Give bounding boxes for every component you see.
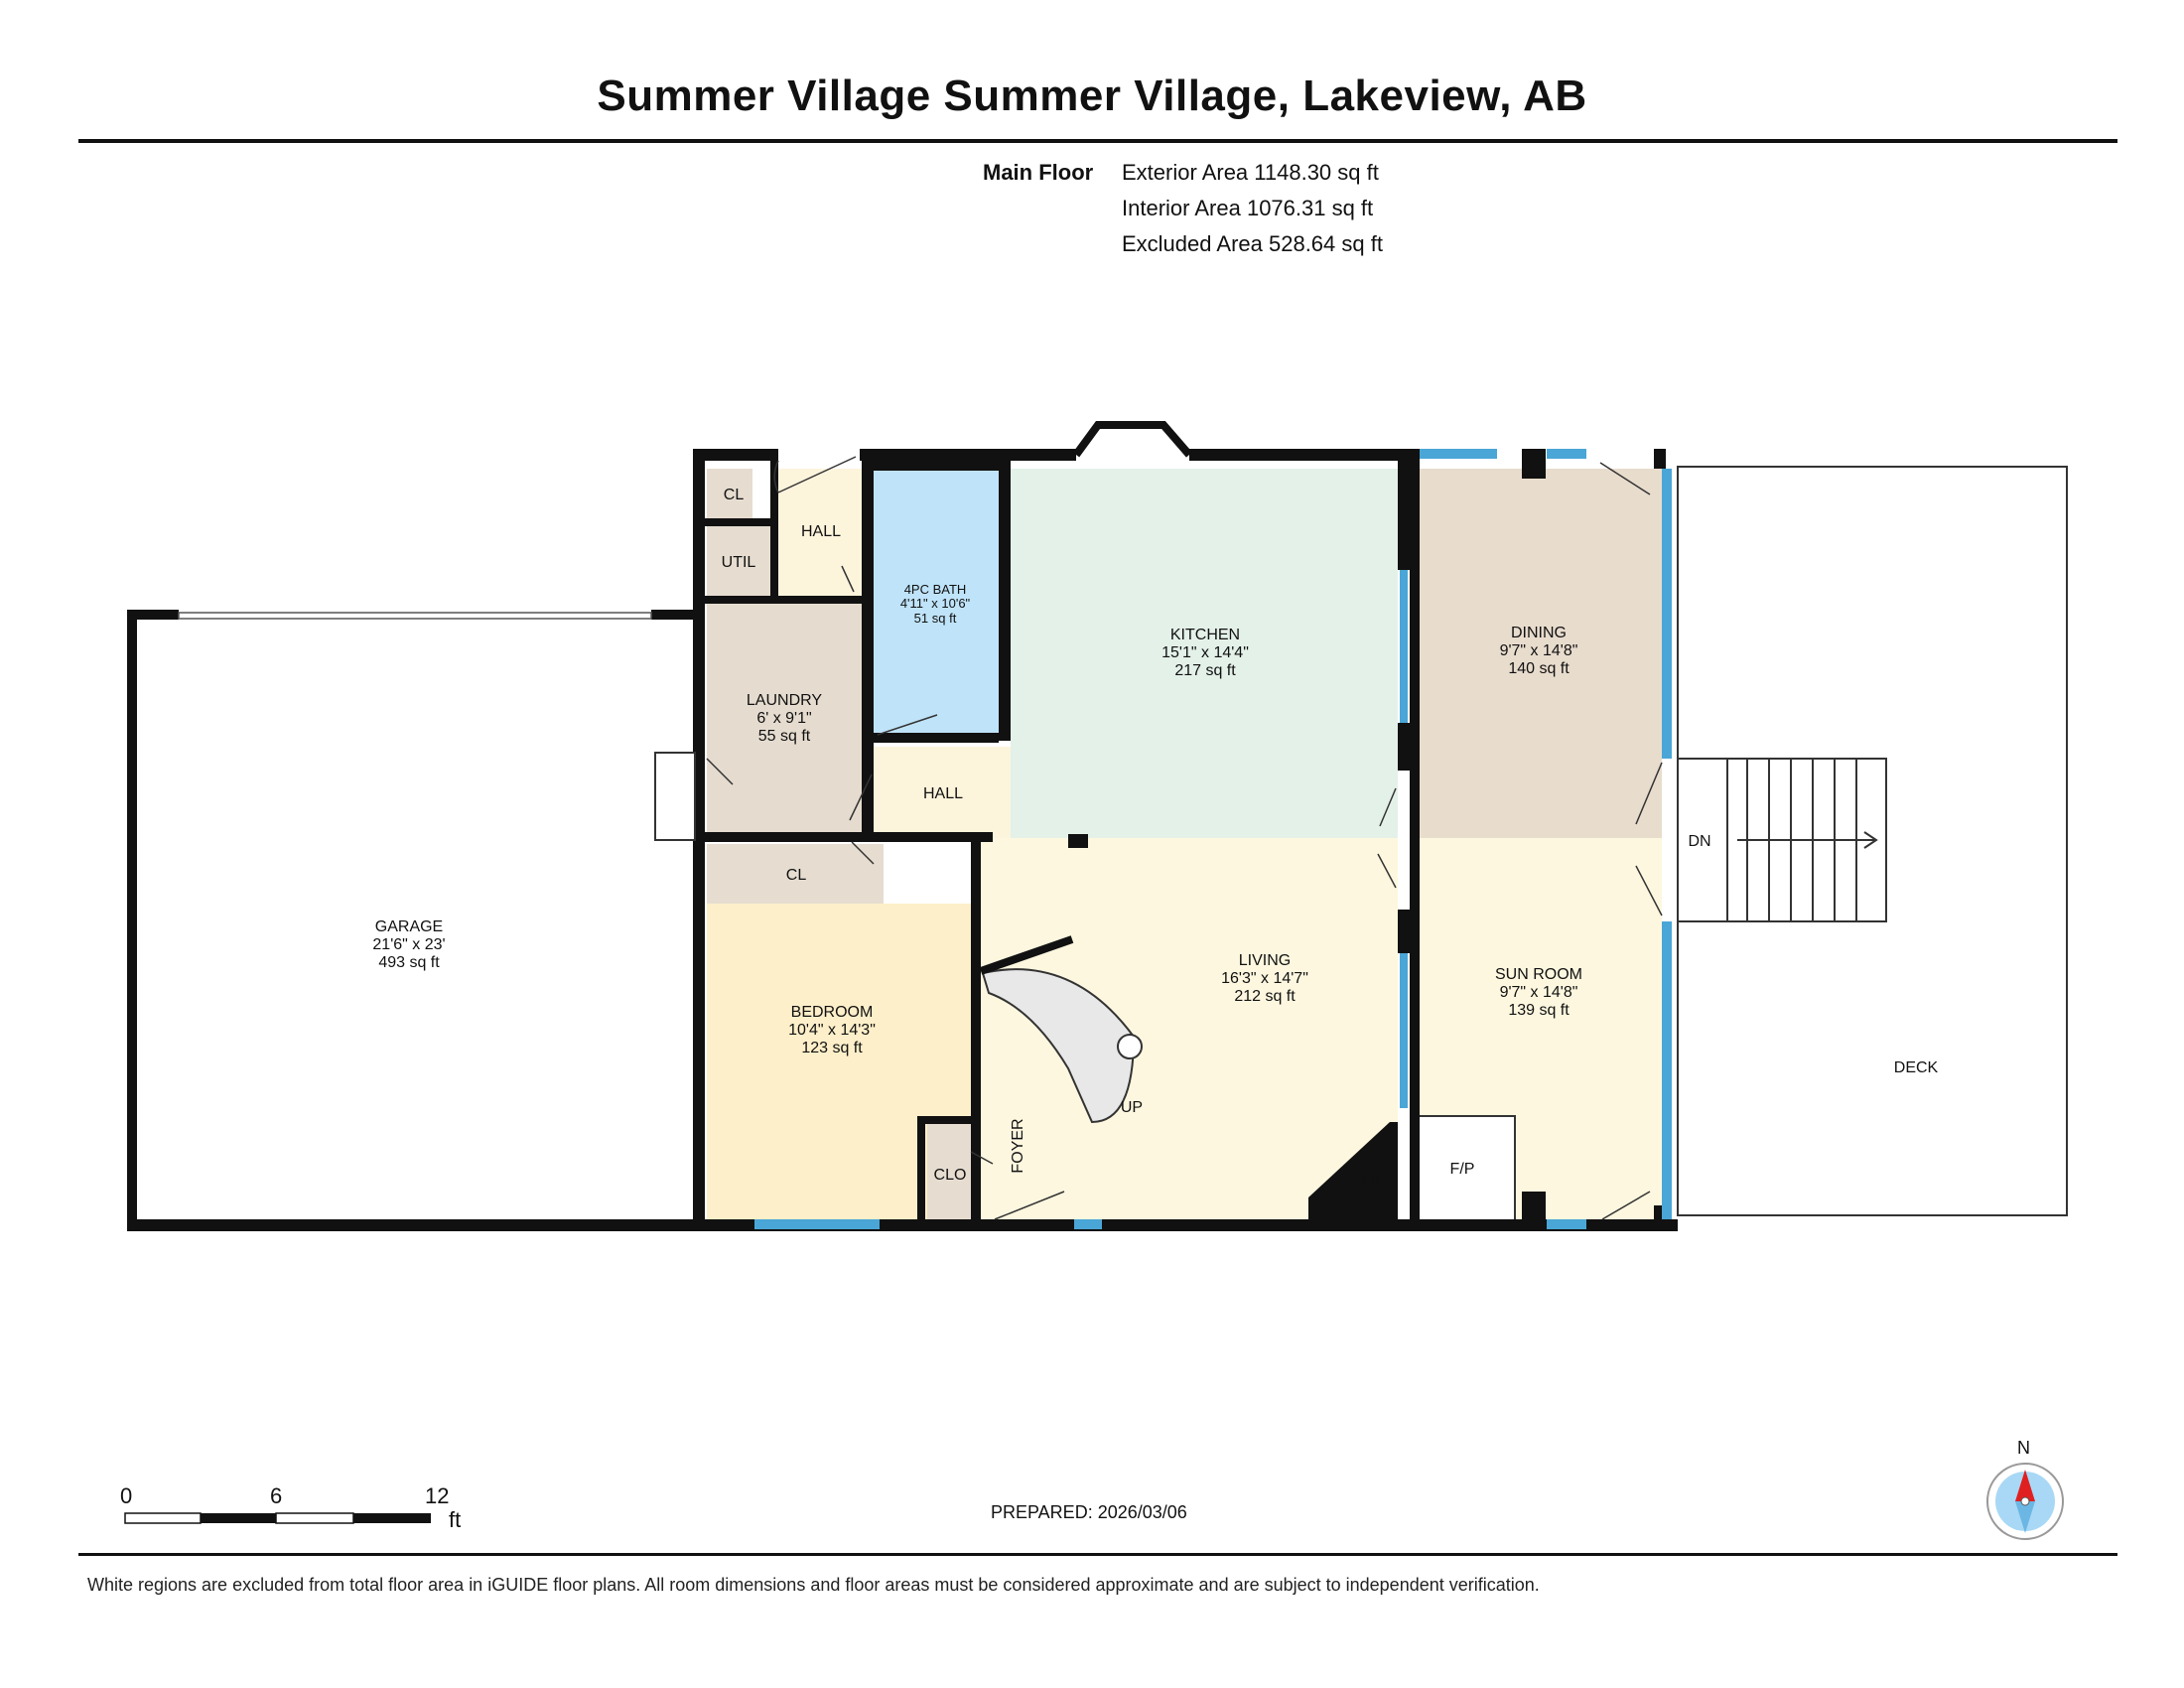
foyer-label: FOYER <box>1010 1118 1026 1173</box>
living-area: 212 sq ft <box>1234 988 1296 1005</box>
disclaimer-text: White regions are excluded from total fl… <box>87 1575 1540 1595</box>
prepared-date: PREPARED: 2026/03/06 <box>991 1502 1187 1522</box>
bedroom-dims: 10'4" x 14'3" <box>788 1022 876 1039</box>
walls <box>127 449 1678 1231</box>
bedroom-label: BEDROOM <box>791 1004 874 1021</box>
living-dims: 16'3" x 14'7" <box>1221 970 1308 987</box>
hall-mid-label: HALL <box>923 785 963 802</box>
dining-label: DINING <box>1511 625 1567 641</box>
bath-floor <box>874 469 999 737</box>
garage-floor <box>136 618 696 1220</box>
laundry-label: LAUNDRY <box>747 692 823 709</box>
scale-tick-0: 0 <box>120 1483 133 1508</box>
laundry-dims: 6' x 9'1" <box>756 710 811 727</box>
garage-area: 493 sq ft <box>378 954 440 971</box>
kitchen-area: 217 sq ft <box>1174 662 1236 679</box>
kitchen-label: KITCHEN <box>1170 627 1240 643</box>
bath-dims: 4'11" x 10'6" <box>900 596 971 611</box>
util-label: UTIL <box>722 554 756 571</box>
deck-stairs <box>1677 758 1887 922</box>
living-label: LIVING <box>1239 952 1291 969</box>
cl-bed-floor <box>707 844 884 904</box>
dining-floor <box>1418 469 1662 838</box>
compass-label: N <box>2017 1438 2030 1458</box>
sunroom-area: 139 sq ft <box>1508 1002 1570 1019</box>
page-title: Summer Village Summer Village, Lakeview,… <box>597 71 1587 120</box>
scale-tick-6: 6 <box>270 1483 283 1508</box>
cl-bed-label: CL <box>786 867 807 884</box>
footer-rule <box>78 1553 2117 1556</box>
bath-area: 51 sq ft <box>914 611 957 626</box>
dining-dims: 9'7" x 14'8" <box>1500 642 1578 659</box>
excluded-area: Excluded Area 528.64 sq ft <box>1122 231 1383 256</box>
exterior-area: Exterior Area 1148.30 sq ft <box>1122 160 1379 185</box>
stairs-up-label: UP <box>1121 1099 1143 1116</box>
sunroom-dims: 9'7" x 14'8" <box>1500 984 1578 1001</box>
interior-area: Interior Area 1076.31 sq ft <box>1122 196 1374 220</box>
garage-dims: 21'6" x 23' <box>372 936 445 953</box>
kitchen-floor <box>1011 469 1398 838</box>
dining-area: 140 sq ft <box>1508 660 1570 677</box>
garage-label: GARAGE <box>375 918 443 935</box>
compass-icon <box>1986 1463 2064 1540</box>
fp-sun-floor <box>1417 1115 1516 1221</box>
fp-sun-label: F/P <box>1450 1161 1475 1178</box>
garage-door <box>178 612 652 620</box>
cl-top-floor <box>707 469 752 518</box>
bath-label: 4PC BATH <box>904 582 967 597</box>
util-floor <box>707 526 772 598</box>
fp-living-label: F/P <box>1362 1171 1387 1188</box>
scale-unit: ft <box>449 1507 462 1532</box>
title-rule <box>78 139 2117 143</box>
bedroom-area: 123 sq ft <box>801 1040 863 1056</box>
floor-areas: Exterior Area 1148.30 sq ft Interior Are… <box>1122 155 1383 262</box>
stairs-dn-label: DN <box>1688 833 1710 850</box>
cl-top-label: CL <box>724 487 745 503</box>
hall-top-floor <box>778 469 864 598</box>
bay-window <box>1072 421 1193 458</box>
scale-bar <box>124 1512 431 1524</box>
doors <box>706 456 1663 1220</box>
hall-top-label: HALL <box>801 523 841 540</box>
clo-label: CLO <box>934 1167 967 1184</box>
floor-name: Main Floor <box>983 160 1094 185</box>
scale-tick-12: 12 <box>425 1483 450 1508</box>
laundry-area: 55 sq ft <box>758 728 811 745</box>
laundry-floor <box>707 604 864 832</box>
hall-mid-floor <box>874 747 1011 838</box>
living-stairs <box>979 935 1143 1124</box>
bedroom-floor <box>707 904 971 1220</box>
sunroom-label: SUN ROOM <box>1495 966 1582 983</box>
clo-floor <box>927 1122 971 1220</box>
kitchen-dims: 15'1" x 14'4" <box>1161 644 1249 661</box>
garage-steps <box>654 752 696 841</box>
deck-label: DECK <box>1894 1059 1939 1076</box>
living-floor <box>981 838 1398 1220</box>
